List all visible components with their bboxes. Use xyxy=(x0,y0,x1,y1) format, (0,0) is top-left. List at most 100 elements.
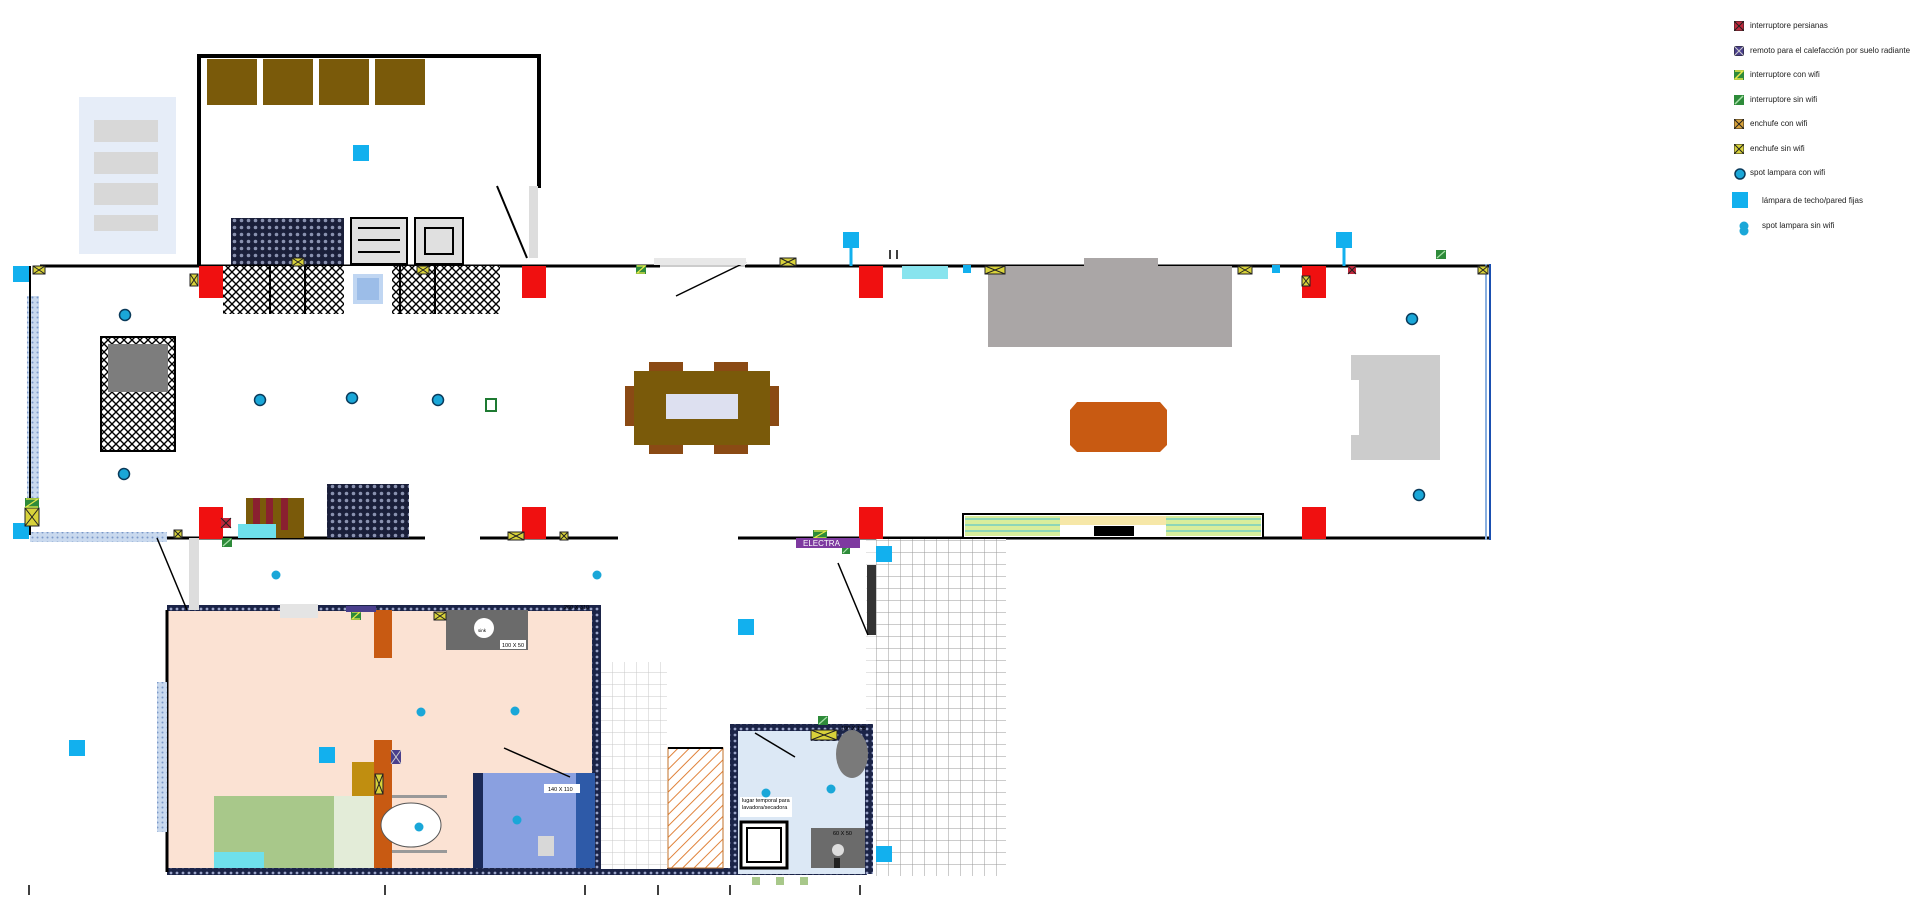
axis-ticks xyxy=(28,250,898,895)
legend-label: interruptore con wifi xyxy=(1750,70,1820,79)
socket-icon xyxy=(32,265,46,275)
blind-switch-icon xyxy=(1347,265,1357,275)
socket-icon xyxy=(1301,275,1311,287)
dimension-label: 140 X 110 xyxy=(548,787,573,793)
ceiling-lamp-icon xyxy=(876,846,892,862)
spot-lamp-icon xyxy=(512,815,522,825)
radiators xyxy=(199,266,1326,539)
shelf xyxy=(902,266,948,279)
socket-icon xyxy=(810,729,838,741)
wifi-spot-lamp-icon xyxy=(431,393,445,407)
legend-item-spot-lamp: spot lampara sin wifi xyxy=(1730,218,1920,243)
legend-item-switch: interruptore sin wifi xyxy=(1730,92,1920,117)
legend: interruptore persianas remoto para el ca… xyxy=(1730,18,1920,242)
wifi-spot-lamp-icon xyxy=(118,308,132,322)
wardrobe-panel xyxy=(374,740,392,868)
socket-icon xyxy=(559,531,569,541)
socket-icon xyxy=(1477,265,1489,275)
ceiling-lamp-icon xyxy=(353,145,369,161)
kitchen-cabinet xyxy=(263,59,313,105)
ceiling-lamp-icon xyxy=(876,546,892,562)
electra-label: ELECTRA xyxy=(803,539,841,548)
legend-label: enchufe con wifi xyxy=(1750,119,1808,128)
wifi-switch-icon xyxy=(350,611,362,620)
switch-icon xyxy=(1436,250,1446,259)
kitchen xyxy=(197,54,541,266)
socket-icon xyxy=(779,257,797,267)
dimension-label: 100 X 50 xyxy=(502,643,524,649)
spot-lamp-icon xyxy=(826,784,836,794)
patio-grid-right xyxy=(876,539,1006,876)
socket-icon xyxy=(1237,265,1253,275)
spot-lamp-icon xyxy=(414,822,424,832)
socket-icon xyxy=(173,529,183,539)
legend-label: remoto para el calefacción por suelo rad… xyxy=(1750,45,1911,55)
dimension-label: 100 X 135 xyxy=(841,726,866,732)
cabinet xyxy=(327,484,409,538)
sink-label: sink xyxy=(478,628,487,633)
spot-lamp-icon xyxy=(510,706,520,716)
socket-icon xyxy=(507,531,525,541)
switches xyxy=(24,250,1446,765)
radiator xyxy=(199,507,223,539)
legend-item-floor-heating-remote: remoto para el calefacción por suelo rad… xyxy=(1730,43,1920,68)
wifi-switch-icon xyxy=(24,498,40,508)
wifi-spot-lamp-icon xyxy=(1734,168,1746,180)
living-furniture xyxy=(100,258,1440,539)
legend-item-blind-switch: interruptore persianas xyxy=(1730,18,1920,43)
armchair xyxy=(1351,355,1440,460)
radiator xyxy=(522,266,546,298)
floor-heating-remote-icon xyxy=(346,606,376,612)
spot-lamp-icon xyxy=(1739,221,1749,230)
wifi-spot-lamp-icon xyxy=(117,467,131,481)
washing-machine xyxy=(739,820,789,870)
socket-icon xyxy=(1734,143,1744,154)
socket-icon xyxy=(189,273,199,287)
legend-item-socket: enchufe sin wifi xyxy=(1730,141,1920,166)
electra-badge xyxy=(796,538,860,548)
ceiling-lamp-icon xyxy=(1336,232,1352,248)
radiator xyxy=(859,266,883,298)
legend-label: spot lampara con wifi xyxy=(1750,168,1826,177)
legend-label: interruptore sin wifi xyxy=(1750,94,1818,104)
legend-label: enchufe sin wifi xyxy=(1750,143,1805,153)
legend-item-wifi-switch: interruptore con wifi xyxy=(1730,67,1920,92)
blind-switch-icon xyxy=(220,517,232,529)
coffee-table xyxy=(1070,402,1167,452)
spot-lamp-icon xyxy=(592,570,602,580)
kitchen-cabinet xyxy=(375,59,425,105)
wifi-spot-lamps xyxy=(117,308,1426,502)
radiator xyxy=(199,266,223,298)
dimension-label: 260 X 310 xyxy=(564,605,589,611)
nightstand xyxy=(352,762,374,796)
socket-icon xyxy=(24,507,40,527)
counter xyxy=(231,218,344,266)
bedroom xyxy=(156,537,867,875)
ceiling-lamp-icon xyxy=(1732,191,1748,208)
thermostat-icon xyxy=(485,398,497,412)
spot-lamp-icon xyxy=(416,707,426,717)
kitchen-cabinet xyxy=(319,59,369,105)
socket-icon xyxy=(433,611,447,621)
spot-lamp-icon xyxy=(761,788,771,798)
oven xyxy=(414,217,464,265)
plan-labels: ELECTRA 260 X 310 100 X 50 140 X 110 100… xyxy=(478,538,866,837)
ceiling-lamp-icon xyxy=(69,740,85,756)
legend-label: spot lampara sin wifi xyxy=(1762,220,1835,230)
wifi-spot-lamp-icon xyxy=(1405,312,1419,326)
ceiling-lamp-icon xyxy=(13,266,29,282)
radiator xyxy=(1302,507,1326,539)
legend-label: lámpara de techo/pared fijas xyxy=(1762,195,1863,205)
kitchen-cabinet xyxy=(207,59,257,105)
wifi-spot-lamp-icon xyxy=(345,391,359,405)
floor-heating-remote-icon xyxy=(390,749,402,765)
legend-item-ceiling-lamp: lámpara de techo/pared fijas xyxy=(1730,190,1920,218)
ceiling-lamp-icon xyxy=(319,747,335,763)
wifi-switch-icon xyxy=(635,265,647,274)
floor-heating-remote-icon xyxy=(1734,45,1744,56)
wifi-spot-lamp-icon xyxy=(1412,488,1426,502)
sockets xyxy=(24,257,1489,795)
ceiling-lamp-icon xyxy=(738,619,754,635)
sofa xyxy=(988,266,1232,347)
